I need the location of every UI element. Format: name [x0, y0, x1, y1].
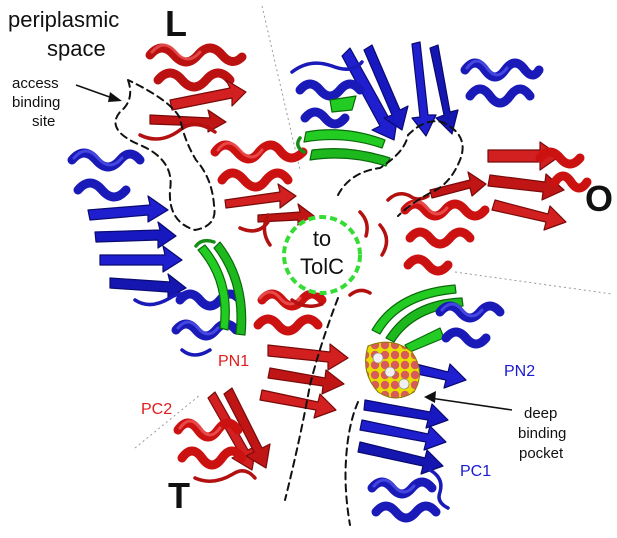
domain-label-pc2: PC2 — [141, 401, 172, 418]
deep-label-line2: binding — [518, 425, 566, 442]
deep-label-line3: pocket — [519, 445, 564, 462]
access-label-line2: binding — [12, 94, 60, 111]
protomer-O — [290, 41, 592, 276]
pc-domain-L — [67, 148, 245, 357]
sector-dividers — [134, 5, 613, 449]
center-label-line2: TolC — [300, 254, 344, 279]
state-label-L: L — [165, 3, 187, 44]
state-label-O: O — [585, 178, 613, 219]
access-path-L — [114, 79, 216, 232]
domain-label-pc1: PC1 — [460, 463, 491, 480]
protomer-T — [173, 284, 505, 523]
access-path-O — [337, 120, 464, 217]
center-label-line1: to — [313, 226, 331, 251]
annotation-arrows — [75, 84, 513, 411]
pn-domain-O — [386, 141, 592, 276]
docking-domain-T — [371, 284, 464, 353]
docking-domain-O — [296, 95, 391, 167]
deep-pocket-arrow — [429, 397, 513, 411]
central-loops — [262, 210, 389, 308]
domain-label-pn1: PN1 — [218, 353, 249, 370]
state-label-T: T — [168, 475, 190, 516]
access-label-line1: access — [12, 75, 59, 92]
pn-domain-T-inner — [253, 289, 349, 419]
access-paths — [114, 79, 464, 526]
pn-domain-L-inner — [210, 140, 315, 233]
pc-domain-T — [357, 301, 505, 523]
text-labels: periplasmic space L O T access binding s… — [8, 3, 613, 516]
periplasmic-label-line2: space — [47, 36, 106, 61]
periplasmic-label-line1: periplasmic — [8, 7, 119, 32]
deep-label-line1: deep — [524, 405, 557, 422]
access-label-line3: site — [32, 113, 55, 130]
tolc-channel-ring — [282, 215, 362, 295]
pn-domain-L-upper — [138, 43, 247, 141]
bound-ligand — [365, 341, 420, 399]
access-path-T-right — [344, 401, 359, 526]
access-path-T-left — [284, 297, 339, 501]
pn-domain-T-outer — [173, 387, 271, 483]
protomer-L — [67, 43, 315, 357]
domain-label-pn2: PN2 — [504, 363, 535, 380]
docking-domain-L — [194, 238, 247, 336]
pc-domain-O — [290, 41, 544, 141]
